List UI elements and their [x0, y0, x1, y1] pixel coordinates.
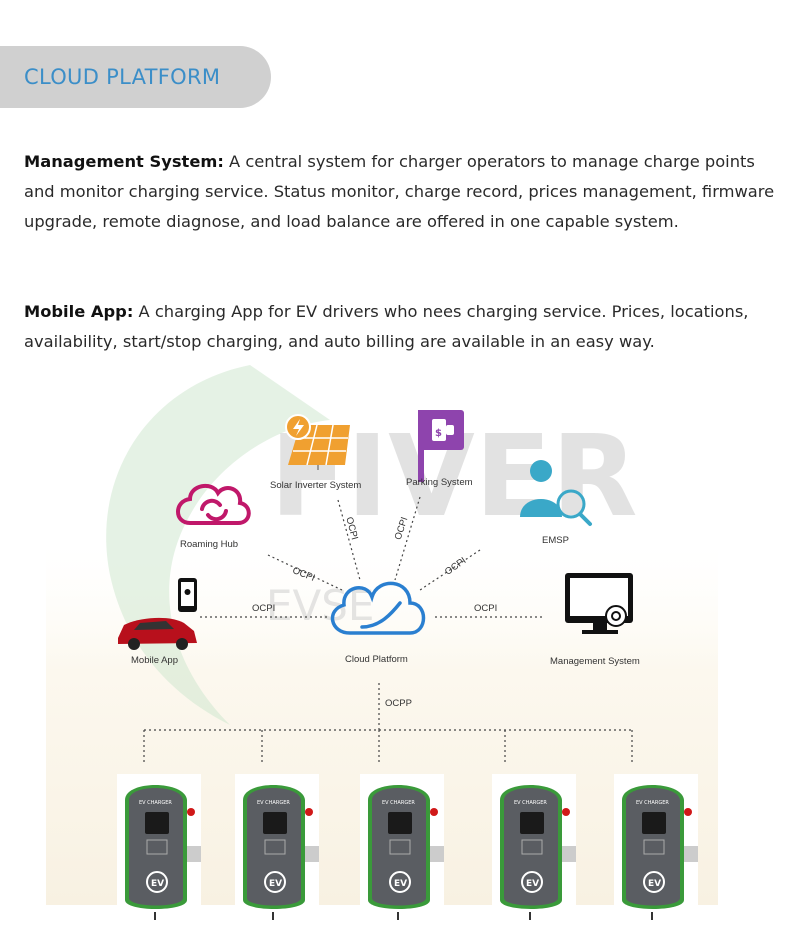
- paragraph-heading: Management System:: [24, 152, 224, 171]
- svg-text:EV: EV: [151, 879, 164, 889]
- svg-text:EV CHARGER: EV CHARGER: [514, 800, 547, 806]
- monitor-icon: [565, 573, 633, 634]
- paragraph-heading: Mobile App:: [24, 302, 134, 321]
- ocpi-connections: [200, 496, 545, 618]
- paragraph-text: A charging App for EV drivers who nees c…: [24, 302, 749, 351]
- svg-text:EV: EV: [648, 879, 661, 889]
- management-system-paragraph: Management System: A central system for …: [24, 147, 782, 237]
- ev-charger-unit: EV EV CHARGER: [612, 770, 700, 920]
- svg-text:EV CHARGER: EV CHARGER: [636, 800, 669, 806]
- mobile-app-icon: [178, 578, 197, 612]
- cloud-icon: [330, 581, 426, 635]
- ev-charger-graphic: EV EV CHARGER: [614, 774, 698, 920]
- ev-charger-unit: EV EV CHARGER: [490, 770, 578, 920]
- ev-charger-unit: EV EV CHARGER: [115, 770, 203, 920]
- label-parking-system: Parking System: [406, 477, 473, 488]
- svg-text:EV CHARGER: EV CHARGER: [382, 800, 415, 806]
- section-title: CLOUD PLATFORM: [24, 65, 221, 89]
- ev-charger-unit: EV EV CHARGER: [358, 770, 446, 920]
- svg-text:EV CHARGER: EV CHARGER: [257, 800, 290, 806]
- ev-charger-unit: EV EV CHARGER: [233, 770, 321, 920]
- mobile-app-paragraph: Mobile App: A charging App for EV driver…: [24, 297, 782, 357]
- paragraph-text: A central system for charger operators t…: [24, 152, 775, 231]
- section-header-pill: CLOUD PLATFORM: [0, 46, 271, 108]
- line-roaming-cloud: [267, 554, 343, 591]
- svg-text:EV CHARGER: EV CHARGER: [139, 800, 172, 806]
- label-solar-inverter: Solar Inverter System: [270, 480, 362, 491]
- ev-charger-graphic: EV EV CHARGER: [360, 774, 444, 920]
- ocpp-bus: [143, 683, 633, 765]
- ev-charger-graphic: EV EV CHARGER: [492, 774, 576, 920]
- ev-charger-graphic: EV EV CHARGER: [117, 774, 201, 920]
- solar-inverter-icon: [285, 414, 350, 470]
- line-solar-cloud: [337, 499, 361, 581]
- protocol-mobile: OCPI: [252, 603, 276, 614]
- label-roaming-hub: Roaming Hub: [180, 539, 239, 550]
- roaming-hub-icon: [176, 483, 251, 525]
- protocol-chargers: OCPP: [385, 698, 412, 709]
- label-emsp: EMSP: [542, 535, 569, 546]
- ev-charger-graphic: EV EV CHARGER: [235, 774, 319, 920]
- label-mobile-app: Mobile App: [131, 655, 179, 666]
- architecture-diagram: FIVER EVSE: [0, 365, 790, 948]
- svg-text:EV: EV: [394, 879, 407, 889]
- car-icon: [118, 617, 197, 650]
- emsp-icon: [520, 460, 592, 526]
- label-management-system: Management System: [550, 656, 640, 667]
- svg-text:EV: EV: [526, 879, 539, 889]
- svg-text:$: $: [435, 428, 442, 439]
- label-cloud-platform: Cloud Platform: [345, 654, 408, 665]
- protocol-management: OCPI: [474, 603, 498, 614]
- line-emsp-cloud: [419, 549, 481, 591]
- parking-system-icon: $: [418, 410, 464, 482]
- svg-text:EV: EV: [269, 879, 282, 889]
